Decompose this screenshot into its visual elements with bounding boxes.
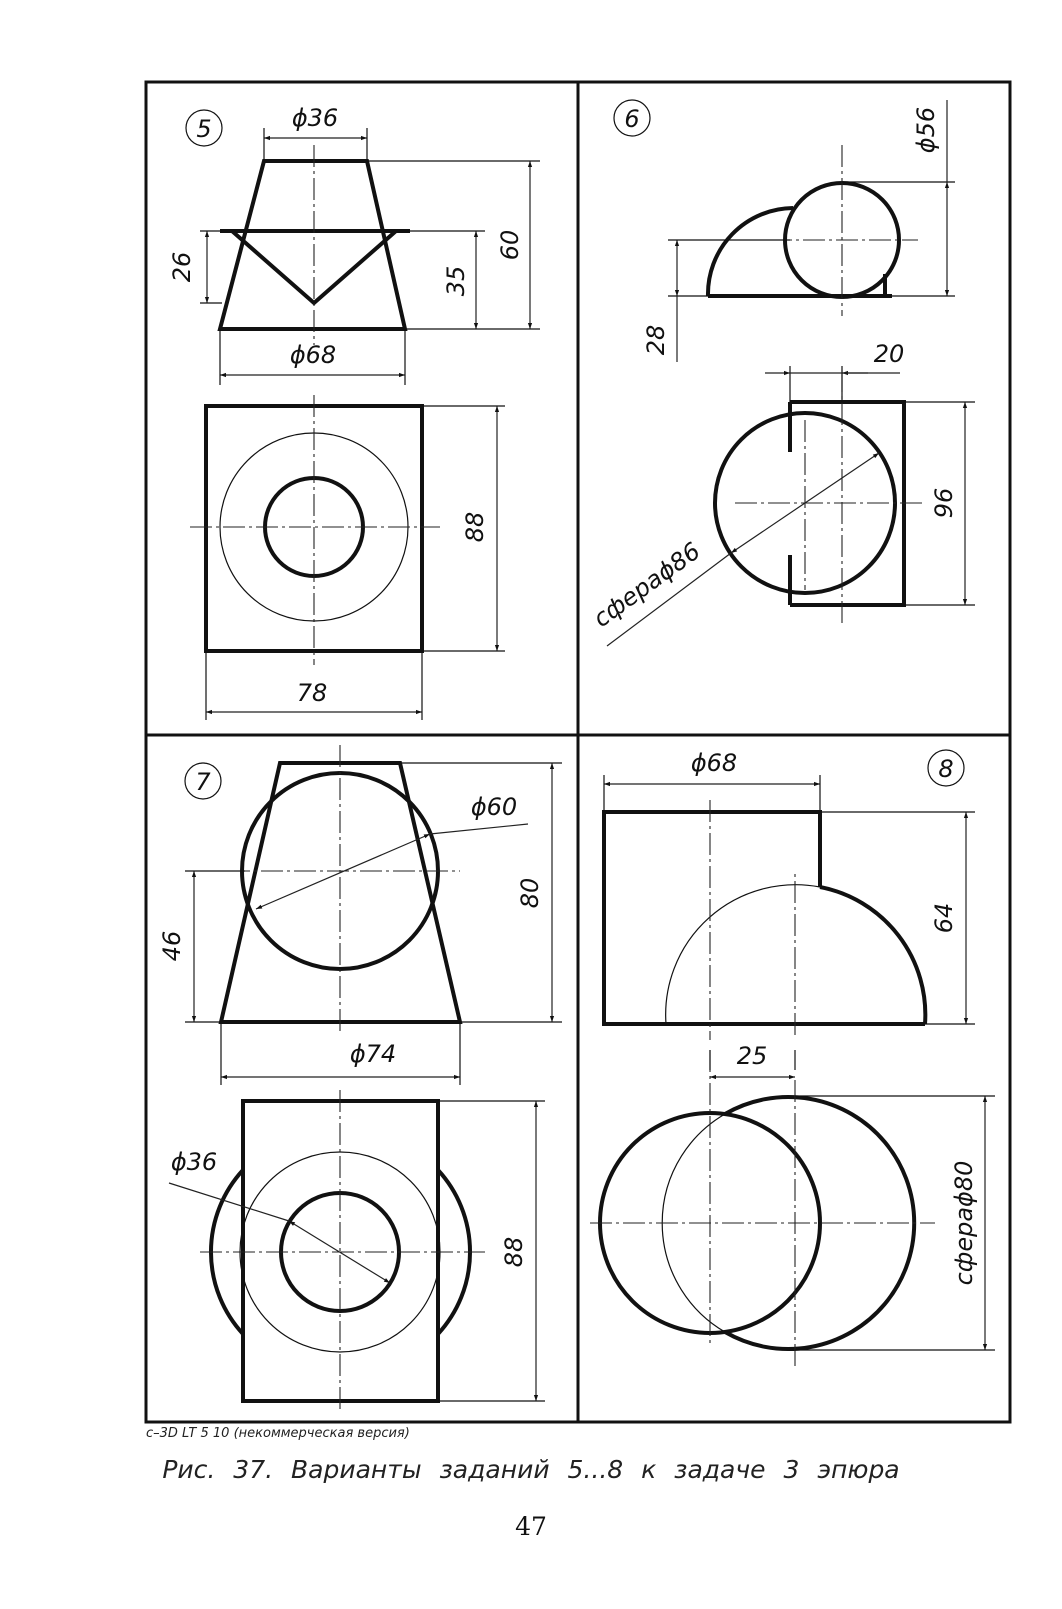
page-number: 47 bbox=[515, 1512, 547, 1541]
dim-height: 28 bbox=[642, 325, 670, 356]
dim-height-total: 60 bbox=[496, 230, 524, 261]
dim-inner-diameter: ϕ36 bbox=[171, 1148, 217, 1176]
dim-offset: 25 bbox=[737, 1042, 768, 1070]
watermark: с–3D LT 5 10 (некоммерческая версия) bbox=[146, 1426, 410, 1441]
cylinder-front bbox=[602, 810, 925, 1026]
dim-plan-height: 88 bbox=[500, 1237, 528, 1268]
panel-number: 7 bbox=[195, 768, 211, 796]
sheet-frame bbox=[144, 80, 1012, 1424]
panel-5: 5 ϕ36 ϕ68 26 35 60 88 bbox=[168, 104, 540, 720]
dim-height-inner: 35 bbox=[442, 266, 470, 297]
dim-plan-height: 88 bbox=[461, 512, 489, 543]
dim-sphere-diameter: ϕ60 bbox=[471, 793, 517, 821]
panel-number: 8 bbox=[938, 755, 953, 783]
sphere-hidden-arc bbox=[665, 884, 821, 1025]
panel-number-circle bbox=[184, 762, 222, 800]
dim-top-diameter: ϕ36 bbox=[292, 104, 338, 132]
panel-number: 6 bbox=[624, 105, 639, 133]
panel-number-circle bbox=[927, 749, 965, 787]
dim-top-diameter: ϕ68 bbox=[691, 749, 737, 777]
panel-8: 8 ϕ68 64 25 сфераϕ80 bbox=[590, 749, 995, 1370]
panel-6: 6 ϕ56 28 20 96 bbox=[588, 99, 975, 647]
dim-offset: 20 bbox=[874, 340, 905, 368]
dim-bottom-diameter: ϕ74 bbox=[350, 1040, 396, 1068]
dim-height-left: 26 bbox=[168, 252, 196, 283]
dim-height-left: 46 bbox=[158, 931, 186, 962]
panel-number-circle bbox=[185, 109, 223, 147]
panel-number: 5 bbox=[196, 115, 211, 143]
half-sphere-front bbox=[705, 206, 794, 297]
panel-7: 7 80 46 ϕ60 ϕ74 ϕ36 88 bbox=[158, 745, 562, 1410]
panel-number-circle bbox=[613, 99, 651, 137]
dim-plan-width: 78 bbox=[297, 679, 328, 707]
dim-diameter: ϕ56 bbox=[912, 107, 940, 153]
dim-bottom-diameter: ϕ68 bbox=[290, 341, 336, 369]
dim-plan-height: 96 bbox=[930, 488, 958, 519]
dim-sphere: сфераϕ80 bbox=[950, 1161, 978, 1286]
figure-caption: Рис. 37. Варианты заданий 5...8 к задаче… bbox=[162, 1455, 900, 1484]
sphere-visible-arc bbox=[819, 885, 928, 1025]
dim-height-total: 80 bbox=[516, 878, 544, 909]
dim-height: 64 bbox=[930, 903, 958, 934]
